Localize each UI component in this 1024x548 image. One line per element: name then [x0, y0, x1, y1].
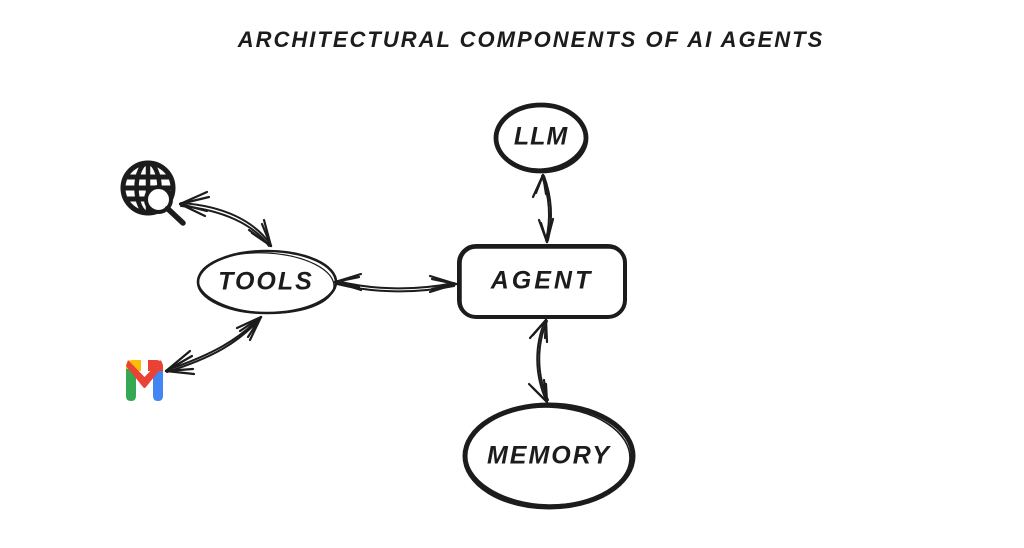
diagram-title: ARCHITECTURAL COMPONENTS OF AI AGENTS — [237, 27, 825, 52]
agent-label: AGENT — [490, 266, 594, 295]
edge-agent-memory — [527, 318, 549, 404]
edge-tools-agent — [333, 272, 458, 294]
llm-label: LLM — [513, 122, 569, 151]
memory-node — [462, 402, 636, 510]
memory-label: MEMORY — [486, 441, 612, 470]
edge-llm-agent — [531, 173, 555, 244]
tools-label: TOOLS — [218, 267, 314, 296]
llm-node — [493, 102, 589, 174]
web-search-icon — [120, 160, 186, 226]
edge-gmail-tools — [164, 315, 263, 376]
tools-node — [196, 249, 338, 315]
gmail-icon — [126, 360, 163, 401]
edge-web-tools — [178, 190, 273, 248]
agent-node — [457, 244, 627, 319]
